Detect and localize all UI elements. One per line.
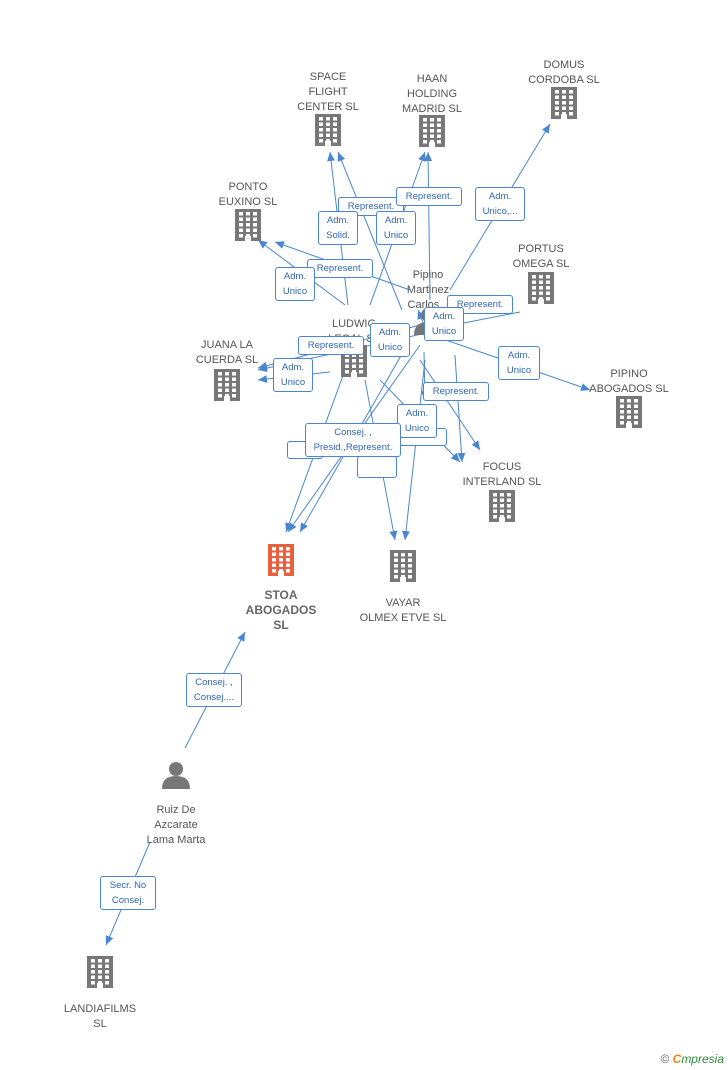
edge-label[interactable]: Represent.: [298, 336, 364, 355]
edge-label[interactable]: Adm. Unico: [370, 323, 410, 357]
building-icon[interactable]: [528, 272, 554, 304]
edge-label[interactable]: Adm. Solid.: [318, 211, 358, 245]
building-icon[interactable]: [315, 114, 341, 146]
brand-name: mpresia: [681, 1052, 724, 1066]
edge-label[interactable]: Secr. No Consej.: [100, 876, 156, 910]
edge-label[interactable]: Consej. , Presid.,Represent.: [305, 423, 401, 457]
edge-line-extra: [419, 359, 481, 451]
edge-label[interactable]: Adm. Unico: [397, 404, 437, 438]
edge-line: [454, 354, 466, 463]
main-company-icon[interactable]: [268, 544, 294, 576]
edge-label-overlap: [357, 456, 397, 478]
building-icon[interactable]: [419, 115, 445, 147]
edge-line: [424, 151, 433, 301]
edge-label[interactable]: Consej. , Consej....: [186, 673, 242, 707]
edge-label[interactable]: Adm. Unico: [273, 358, 313, 392]
edge-label[interactable]: Represent.: [396, 187, 462, 206]
edge-label[interactable]: Adm. Unico: [424, 307, 464, 341]
edge-label[interactable]: Represent.: [307, 259, 373, 278]
edge-line: [402, 359, 426, 541]
building-icon[interactable]: [489, 490, 515, 522]
building-icon[interactable]: [551, 87, 577, 119]
copyright-symbol: ©: [660, 1052, 670, 1066]
building-icon[interactable]: [616, 396, 642, 428]
building-icon[interactable]: [214, 369, 240, 401]
building-icon[interactable]: [235, 209, 261, 241]
footer-brand: © Cmpresia: [660, 1052, 724, 1066]
person-icon[interactable]: [162, 762, 190, 789]
edge-label[interactable]: Adm. Unico: [376, 211, 416, 245]
edge-label[interactable]: Adm. Unico,...: [475, 187, 525, 221]
building-icon[interactable]: [87, 956, 113, 988]
edge-label[interactable]: Represent.: [423, 382, 489, 401]
building-icon[interactable]: [390, 550, 416, 582]
brand-logo-letter: C: [672, 1052, 682, 1066]
edge-label[interactable]: Adm. Unico: [498, 346, 540, 380]
edge-label[interactable]: Adm. Unico: [275, 267, 315, 301]
